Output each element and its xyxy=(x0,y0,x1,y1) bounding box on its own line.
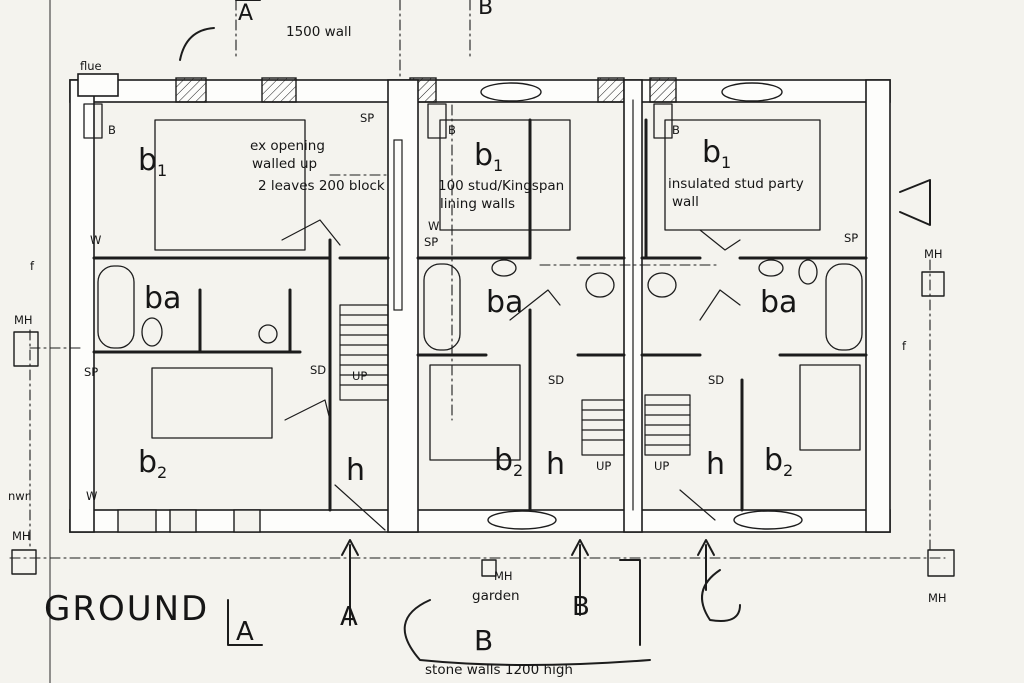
flue-label: flue xyxy=(80,59,102,73)
up-label-2: UP xyxy=(596,459,611,473)
room-ba-right: ba xyxy=(760,285,797,320)
manhole-garden xyxy=(481,559,497,577)
sheet-title: GROUND xyxy=(44,589,209,629)
sp-label-1: SP xyxy=(360,111,374,125)
w-label-3: W xyxy=(86,489,97,503)
boiler-label-middle: B xyxy=(448,123,456,137)
room-b1-middle: b1 xyxy=(474,138,503,175)
note-party-2: wall xyxy=(672,194,699,210)
sd-label-2: SD xyxy=(548,373,564,387)
sp-label-2: SP xyxy=(424,235,438,249)
room-ba-left: ba xyxy=(144,281,181,316)
mh-label-left: MH xyxy=(14,313,33,327)
room-b2-right: b2 xyxy=(764,443,793,480)
section-a-top-label: A xyxy=(238,1,253,26)
mh-garden-label: MH xyxy=(494,569,513,583)
mh-label-left-bottom: MH xyxy=(12,529,31,543)
manholes xyxy=(11,271,955,577)
f-label-left: f xyxy=(30,259,35,273)
section-b-bottom-label: B xyxy=(572,592,590,622)
w-label-2: W xyxy=(428,219,439,233)
party-wall-note: 1500 wall xyxy=(286,24,351,40)
manhole-left-bottom xyxy=(11,549,37,575)
room-b1-right: b1 xyxy=(702,135,731,172)
note-walled-up-1: ex opening xyxy=(250,138,325,154)
section-markers xyxy=(179,0,931,666)
note-walled-up-3: 2 leaves 200 block xyxy=(258,178,385,194)
f-label-right: f xyxy=(902,339,907,353)
section-a-left-label: A xyxy=(236,617,254,647)
room-h-right: h xyxy=(706,447,725,482)
party-walls xyxy=(387,79,643,533)
sd-label-1: SD xyxy=(310,363,326,377)
note-stud-1: 100 stud/Kingspan xyxy=(438,178,564,194)
fixtures xyxy=(83,103,863,461)
up-label-3: UP xyxy=(654,459,669,473)
sp-label-4: SP xyxy=(84,365,98,379)
boiler-label-right: B xyxy=(672,123,680,137)
manhole-left xyxy=(13,331,39,367)
door-swings xyxy=(281,219,741,531)
stairs xyxy=(339,304,691,456)
note-walled-up-2: walled up xyxy=(252,156,317,172)
boiler-label-left: B xyxy=(108,123,116,137)
outer-walls xyxy=(69,73,891,533)
sd-label-3: SD xyxy=(708,373,724,387)
mh-label-right-bottom: MH xyxy=(928,591,947,605)
manhole-right-bottom xyxy=(927,549,955,577)
section-b-curve-label: B xyxy=(474,624,493,657)
section-a-bottom-label: A xyxy=(340,602,358,632)
w-label-1: W xyxy=(90,233,101,247)
room-ba-middle: ba xyxy=(486,285,523,320)
room-b2-left: b2 xyxy=(138,445,167,482)
mh-label-right: MH xyxy=(924,247,943,261)
up-label-1: UP xyxy=(352,369,367,383)
note-stone-walls: stone walls 1200 high xyxy=(425,662,573,678)
section-b-top-label: B xyxy=(478,0,493,20)
manhole-right xyxy=(921,271,945,297)
internal-walls xyxy=(92,118,868,512)
garden-label: garden xyxy=(472,588,520,604)
room-h-left: h xyxy=(346,453,365,488)
note-party-1: insulated stud party xyxy=(668,176,804,192)
room-h-middle: h xyxy=(546,447,565,482)
drain-runs xyxy=(9,0,946,559)
sp-label-3: SP xyxy=(844,231,858,245)
note-stud-2: lining walls xyxy=(440,196,515,212)
nwr-label: nwr xyxy=(8,489,30,503)
room-b1-left: b1 xyxy=(138,143,167,180)
room-b2-middle: b2 xyxy=(494,443,523,480)
